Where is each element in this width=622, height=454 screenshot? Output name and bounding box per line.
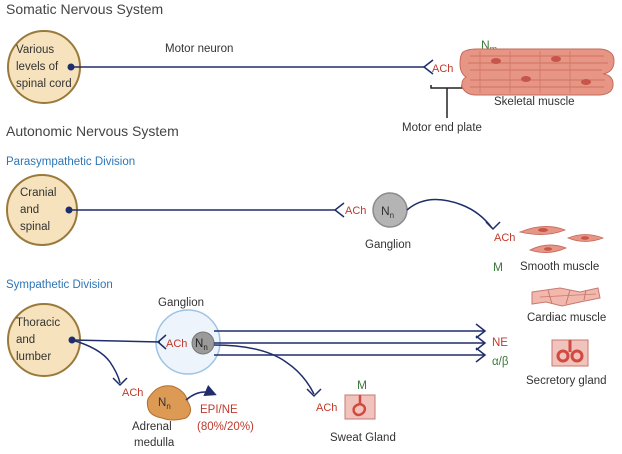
smooth-muscle-image (518, 226, 605, 253)
adrenal-output-arrow (185, 384, 217, 401)
sweat-receptor: M (357, 378, 367, 392)
sweat-postganglionic-neuron (213, 344, 322, 398)
adrenal-nt: ACh (122, 387, 143, 399)
para-post-nt: ACh (494, 232, 515, 244)
svg-text:Nn: Nn (158, 397, 171, 411)
adrenal-medulla-image: Nn (146, 385, 192, 421)
symp-post-nt: NE (492, 337, 508, 349)
para-origin-line2: and (20, 204, 39, 216)
somatic-origin-line2: levels of (16, 61, 59, 73)
parasympathetic-postganglionic-neuron (406, 198, 501, 231)
adrenal-receptor-letter: N (158, 397, 166, 409)
para-effector-receptor: M (493, 260, 503, 274)
autonomic-title: Autonomic Nervous System (6, 123, 179, 139)
para-origin-line3: spinal (20, 221, 50, 233)
cardiac-muscle-label: Cardiac muscle (527, 312, 606, 324)
symp-pre-nt: ACh (166, 338, 187, 350)
cardiac-muscle-image (531, 287, 601, 307)
para-ganglion-receptor-sub: n (390, 211, 394, 220)
svg-text:Nn: Nn (195, 338, 208, 352)
symp-ganglion-receptor-letter: N (195, 338, 203, 350)
motor-neuron-label: Motor neuron (165, 43, 233, 55)
motor-end-plate-label: Motor end plate (402, 122, 482, 134)
motor-end-plate-bracket (430, 85, 463, 118)
adrenal-preganglionic-neuron (71, 339, 128, 387)
somatic-origin-line3: spinal cord (16, 78, 72, 90)
adrenal-receptor-sub: n (166, 402, 170, 411)
skeletal-muscle-image (459, 48, 615, 96)
adrenal-output-line2: (80%/20%) (197, 421, 254, 433)
skeletal-muscle-label: Skeletal muscle (494, 96, 575, 108)
sweat-gland-label: Sweat Gland (330, 432, 396, 444)
symp-post-receptor: α/β (492, 356, 509, 368)
sweat-gland-image (344, 394, 376, 420)
somatic-title: Somatic Nervous System (6, 1, 163, 17)
parasympathetic-ganglion: Nn (372, 192, 408, 228)
sympathetic-title: Sympathetic Division (6, 279, 113, 291)
sympathetic-postganglionic-neurons (214, 323, 487, 363)
somatic-motor-neuron (67, 59, 434, 75)
smooth-muscle-label: Smooth muscle (520, 261, 599, 273)
parasympathetic-preganglionic-neuron (65, 202, 345, 218)
para-pre-nt: ACh (345, 205, 366, 217)
para-origin-line1: Cranial (20, 187, 56, 199)
somatic-origin-line1: Various (16, 44, 54, 56)
secretory-gland-image (551, 339, 589, 367)
sweat-nt: ACh (316, 402, 337, 414)
para-ganglion-receptor-letter: N (381, 204, 390, 218)
parasympathetic-title: Parasympathetic Division (6, 156, 135, 168)
secretory-gland-label: Secretory gland (526, 375, 607, 387)
symp-origin-line3: lumber (16, 351, 51, 363)
symp-origin-line2: and (16, 334, 35, 346)
adrenal-output-line1: EPI/NE (200, 404, 238, 416)
somatic-nt-ach: ACh (432, 63, 453, 75)
adrenal-label-line2: medulla (134, 437, 175, 449)
para-ganglion-label: Ganglion (365, 239, 411, 251)
somatic-receptor-letter: N (481, 38, 490, 52)
parasympathetic-origin-cell: Cranial and spinal (6, 174, 78, 246)
sympathetic-preganglionic-neuron (68, 334, 167, 350)
symp-origin-line1: Thoracic (16, 317, 60, 329)
symp-ganglion-label: Ganglion (158, 297, 204, 309)
adrenal-label-line1: Adrenal (132, 421, 172, 433)
symp-ganglion-receptor-sub: n (203, 343, 207, 352)
svg-text:Nn: Nn (381, 204, 394, 220)
